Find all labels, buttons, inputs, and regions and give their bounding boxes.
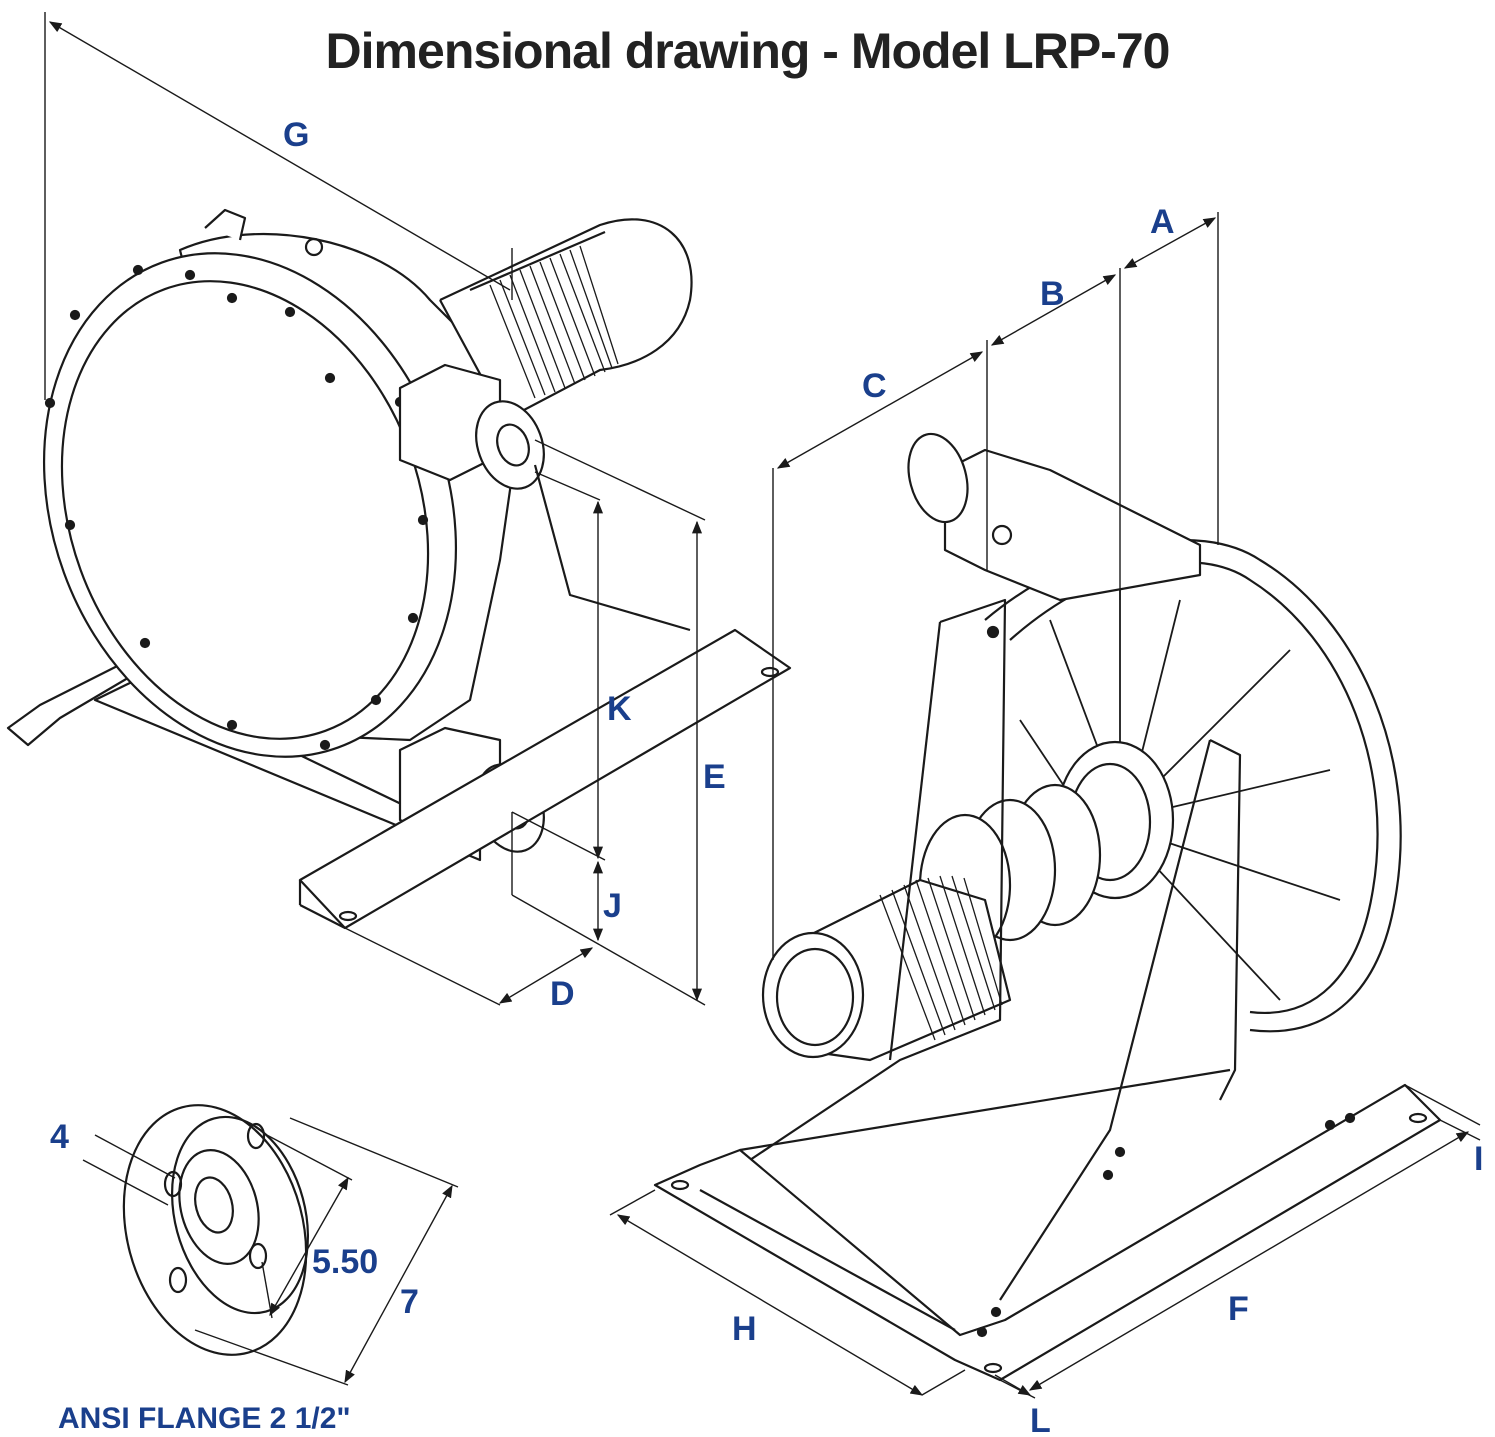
pump-front-view	[6, 208, 792, 930]
label-a: A	[1150, 203, 1175, 241]
label-j: J	[603, 887, 622, 925]
flange-outer-diameter-label: 7	[400, 1283, 419, 1321]
label-e: E	[703, 758, 726, 796]
label-h: H	[732, 1310, 757, 1348]
flange-title: ANSI FLANGE 2 1/2"	[58, 1402, 351, 1435]
ansi-flange	[122, 1104, 310, 1356]
label-c: C	[862, 367, 887, 405]
label-i: I	[1474, 1140, 1483, 1178]
label-d: D	[550, 975, 575, 1013]
label-k: K	[607, 690, 632, 728]
flange-hole-label: 4	[50, 1118, 69, 1156]
label-g: G	[283, 116, 309, 154]
flange-bolt-circle-label: 5.50	[312, 1243, 378, 1281]
label-f: F	[1228, 1290, 1249, 1328]
drawing-title: Dimensional drawing - Model LRP-70	[325, 23, 1171, 79]
dimension-labels: G A B C K E J D H F I L 4 5.50 7	[50, 116, 1483, 1437]
label-b: B	[1040, 275, 1065, 313]
label-l: L	[1030, 1402, 1051, 1437]
dimension-lines	[44, 12, 1481, 1399]
